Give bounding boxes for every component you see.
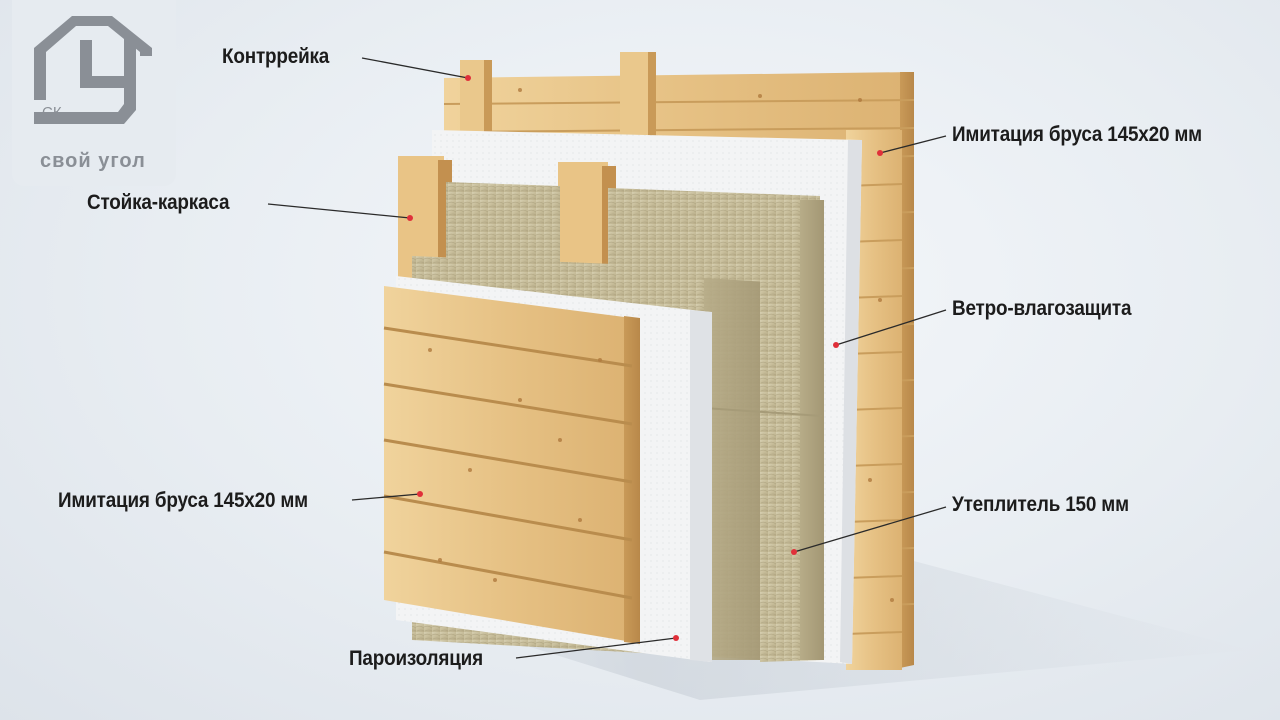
logo-name: свой угол — [40, 150, 146, 172]
label-imitatsia-left: Имитация бруса 145х20 мм — [58, 489, 308, 512]
outer-knots — [518, 88, 894, 602]
house-logo-icon — [34, 16, 152, 124]
marker-stoika — [407, 215, 413, 221]
marker-kontrreika — [465, 75, 471, 81]
inner-cladding — [383, 286, 640, 644]
marker-imitatsia-top — [877, 150, 883, 156]
logo: СК свой угол — [12, 0, 176, 186]
label-vetro: Ветро-влагозащита — [952, 297, 1132, 320]
leader-lines — [267, 57, 947, 659]
label-imitatsia-top: Имитация бруса 145х20 мм — [952, 123, 1202, 146]
counter-battens — [460, 52, 656, 140]
marker-vetro — [833, 342, 839, 348]
logo-abbr: СК — [42, 104, 62, 121]
marker-imitatsia-left — [417, 491, 423, 497]
label-kontrreika: Контррейка — [222, 45, 330, 68]
label-uteplitel: Утеплитель 150 мм — [952, 493, 1129, 516]
marker-uteplitel — [791, 549, 797, 555]
markers — [407, 75, 883, 641]
marker-paroizolyatsia — [673, 635, 679, 641]
label-paroizolyatsia: Пароизоляция — [349, 647, 483, 670]
label-stoika: Стойка-каркаса — [87, 191, 230, 214]
